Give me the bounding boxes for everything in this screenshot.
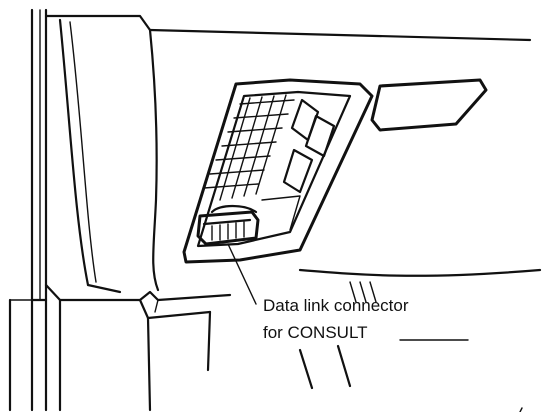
callout-label-line-1: Data link connector — [263, 296, 409, 315]
trim-panel — [44, 14, 532, 294]
door-pillar — [8, 8, 48, 412]
callout-label-line-2: for CONSULT — [263, 323, 368, 342]
callout-leader-lines — [227, 243, 523, 412]
lower-dash-edge — [44, 268, 542, 412]
side-vent — [370, 78, 488, 132]
fuse-box — [182, 78, 374, 264]
data-link-connector — [196, 204, 260, 246]
